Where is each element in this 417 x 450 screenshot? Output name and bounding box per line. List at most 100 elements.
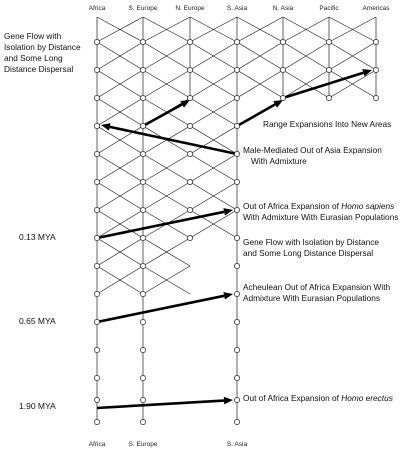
gene-flow-line [236, 69, 284, 99]
gene-flow-line [282, 69, 330, 99]
population-node [94, 39, 100, 45]
range-expansion-arrow-n-europe [142, 103, 183, 128]
gene-flow-line [96, 16, 144, 43]
time-marker-1-90: 1.90 MYA [19, 401, 56, 411]
region-labels-top: Africa S. Europe N. Europe S. Asia N. As… [89, 5, 391, 12]
population-node [140, 207, 146, 213]
population-node [140, 291, 146, 297]
gene-flow-line [189, 209, 238, 239]
population-node [94, 419, 100, 425]
population-node [280, 39, 286, 45]
population-node [140, 375, 146, 381]
population-node [234, 151, 240, 157]
gene-flow-line [328, 69, 377, 99]
gene-flow-line [96, 181, 144, 211]
region-label-s-europe-top: S. Europe [129, 5, 158, 12]
gene-flow-line [328, 16, 377, 43]
population-node [187, 67, 193, 73]
population-node [234, 263, 240, 269]
population-node [234, 95, 240, 101]
population-node [234, 319, 240, 325]
region-label-n-europe-top: N. Europe [175, 5, 205, 12]
population-node [187, 123, 193, 129]
gene-flow-line [236, 16, 284, 43]
gene-flow-line [142, 16, 191, 43]
left-annotation-line-3: and Some Long [4, 53, 63, 63]
gene-flow-line [142, 265, 191, 295]
gene-flow-line [96, 237, 144, 267]
population-node [234, 347, 240, 353]
population-node [234, 123, 240, 129]
gene-flow-line [142, 237, 191, 267]
homo-sapiens-label: Out of Africa Expansion of Homo sapiens … [243, 201, 398, 222]
region-label-africa-bottom: Africa [89, 441, 106, 448]
gene-flow-line [189, 69, 238, 99]
gene-flow-line [282, 41, 330, 71]
gene-flow-line [142, 181, 191, 211]
population-node [187, 95, 193, 101]
gene-flow-line [236, 41, 284, 71]
population-node [234, 375, 240, 381]
homo-sapiens-taxon: Homo sapiens [341, 201, 394, 211]
population-node [326, 39, 332, 45]
population-node [140, 419, 146, 425]
range-expansion-arrow-americas [282, 71, 364, 100]
population-node [140, 39, 146, 45]
population-node [94, 151, 100, 157]
population-node [234, 291, 240, 297]
left-annotation-line-4: Distance Dispersal [4, 64, 73, 74]
male-mediated-line-2: With Admixture [251, 156, 307, 166]
population-node [140, 95, 146, 101]
population-node [94, 397, 100, 403]
population-node [140, 347, 146, 353]
population-node [140, 123, 146, 129]
population-node [94, 123, 100, 129]
gene-flow-line [96, 41, 144, 71]
acheulean-line-1: Acheulean Out of Africa Expansion With [243, 282, 391, 292]
gene-flow-line-1: Gene Flow with Isolation by Distance [243, 237, 379, 247]
gene-flow-line [142, 41, 191, 71]
male-mediated-arrow [109, 125, 238, 156]
homo-sapiens-arrow [96, 210, 225, 240]
left-annotation-line-1: Gene Flow with [4, 31, 62, 41]
gene-flow-line [96, 125, 144, 155]
acheulean-line-2: Admixture With Eurasian Populations [243, 293, 380, 303]
homo-erectus-prefix: Out of Africa Expansion of [243, 393, 341, 403]
population-node [234, 179, 240, 185]
gene-flow-line-2: and Some Long Distance Dispersal [243, 248, 373, 258]
population-node [326, 95, 332, 101]
male-mediated-arrow-head [101, 123, 111, 131]
homo-erectus-taxon: Homo erectus [341, 393, 393, 403]
population-node [187, 207, 193, 213]
population-node [94, 263, 100, 269]
homo-sapiens-arrow-head [223, 208, 233, 216]
population-node [234, 39, 240, 45]
population-node [234, 397, 240, 403]
population-node [140, 397, 146, 403]
population-node [140, 151, 146, 157]
gene-flow-line [189, 181, 238, 211]
range-expansions-label: Range Expansions Into New Areas [263, 119, 391, 129]
population-node [94, 319, 100, 325]
population-node [94, 179, 100, 185]
gene-flow-line [96, 265, 144, 295]
gene-flow-line [189, 16, 238, 43]
acheulean-arrow [96, 294, 225, 324]
population-node [187, 179, 193, 185]
homo-erectus-arrow [96, 399, 225, 410]
population-node [373, 67, 379, 73]
homo-sapiens-line-2: With Admixture With Eurasian Populations [243, 212, 398, 222]
male-mediated-label: Male-Mediated Out of Asia Expansion With… [243, 145, 382, 166]
population-node [140, 263, 146, 269]
gene-flow-right-label: Gene Flow with Isolation by Distance and… [243, 237, 379, 258]
region-label-s-asia-top: S. Asia [227, 5, 248, 12]
population-node [140, 67, 146, 73]
population-node [140, 319, 146, 325]
region-label-pacific-top: Pacific [319, 5, 339, 12]
population-node [234, 235, 240, 241]
population-node [326, 67, 332, 73]
region-label-s-asia-bottom: S. Asia [227, 441, 248, 448]
gene-flow-line [96, 69, 144, 99]
gene-flow-line [142, 69, 191, 99]
population-node [234, 67, 240, 73]
